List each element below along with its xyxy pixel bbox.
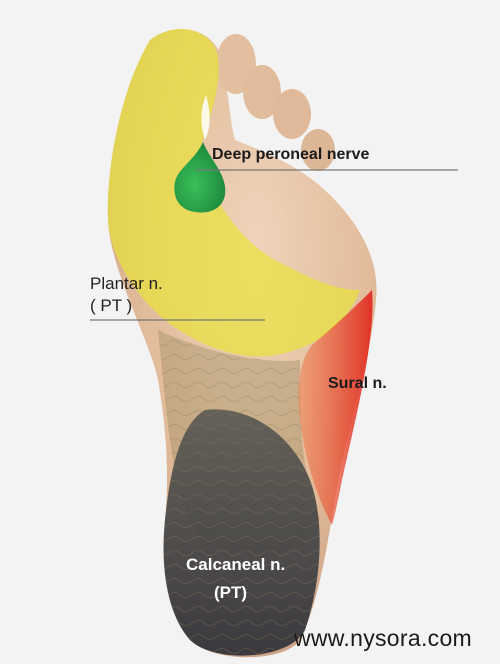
plantar-label-line1: Plantar n. (90, 274, 163, 293)
plantar-label-line2: ( PT ) (90, 296, 132, 315)
watermark: www.nysora.com (294, 625, 472, 652)
sural-label: Sural n. (328, 374, 387, 393)
toe-4 (273, 89, 311, 139)
deep-peroneal-label: Deep peroneal nerve (212, 145, 369, 164)
calcaneal-label-line1: Calcaneal n. (186, 555, 285, 574)
calcaneal-label-line2: (PT) (214, 583, 247, 602)
